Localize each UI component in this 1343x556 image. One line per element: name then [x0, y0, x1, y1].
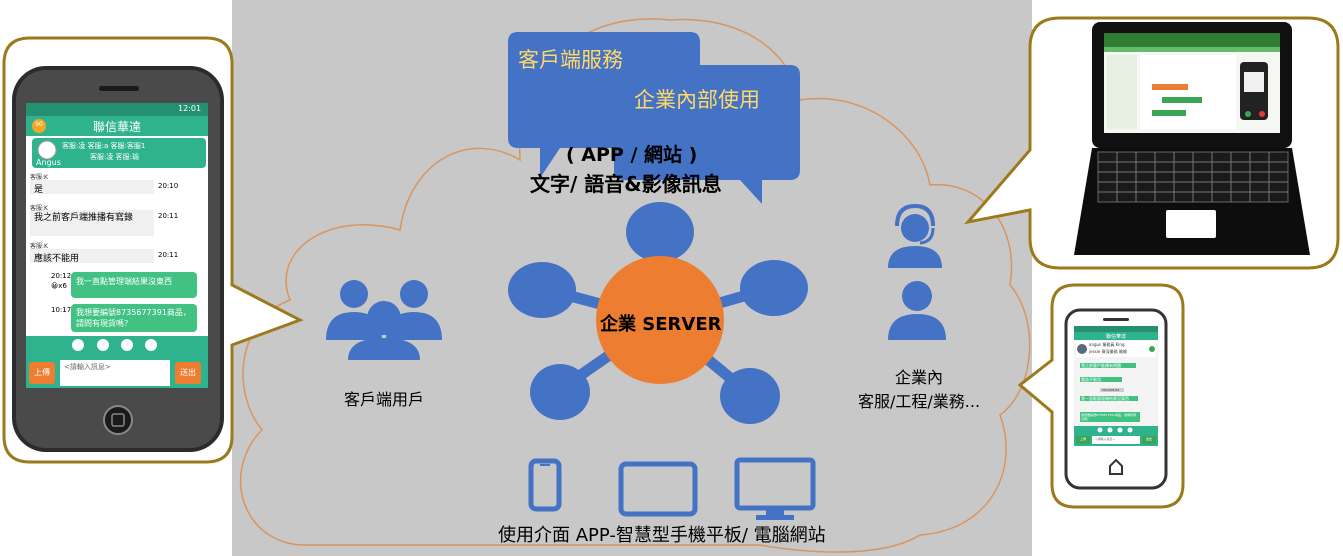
- server-label: 企業 SERVER: [600, 314, 722, 335]
- phone-avatar-badge: 90: [35, 121, 43, 128]
- headset-agent-icon: [888, 203, 942, 268]
- phone-header-line1: 客服:凌 客服:a 客服:客服1: [62, 142, 146, 150]
- upload-button[interactable]: 上傳: [34, 368, 50, 377]
- outgoing-text: 我一直點管理端結果沒東西: [76, 277, 172, 286]
- tablet-icon: [618, 461, 698, 517]
- small-phone-message: 應該不能用: [1081, 377, 1101, 382]
- small-phone-profile-line1: angus 業務員 King: [1089, 342, 1125, 347]
- outgoing-text: 我想要編號8735677391商品，請問有現貨嗎？: [76, 308, 191, 328]
- message-text: 是: [34, 185, 44, 195]
- phone-header-line2: 客服:凌 客服:瑜: [90, 153, 139, 161]
- node-top: [626, 202, 694, 262]
- small-phone-mockup: [1064, 308, 1168, 490]
- customer-label: 客戶端用戶: [344, 390, 425, 409]
- small-phone-upload-button[interactable]: 上傳: [1079, 437, 1086, 441]
- send-button[interactable]: 送出: [180, 368, 196, 377]
- phone-status-time: 12:01: [178, 104, 202, 113]
- bubble-customer-service-label: 客戶端服務: [518, 48, 623, 72]
- monitor-icon: [734, 457, 816, 520]
- node-bottom-right: [720, 368, 780, 424]
- smartphone-mockup: [12, 66, 224, 452]
- person-icon: [888, 281, 946, 340]
- outgoing-meta: 😀x6: [51, 282, 67, 290]
- small-phone-message: 我想要編號8735677391商品，請問有現貨嗎？: [1081, 413, 1137, 421]
- message-sender: 客服:K: [30, 243, 48, 250]
- bottom-caption: 使用介面 APP-智慧型手機平板/ 電腦網站: [498, 525, 826, 546]
- smartphone-icon: [528, 458, 562, 512]
- outgoing-time: 10:17: [51, 306, 72, 314]
- bubble-internal-use-label: 企業內部使用: [634, 88, 760, 112]
- small-phone-message: 我一直點管理端結果沒東西: [1081, 396, 1129, 401]
- staff-label-line2: 客服/工程/業務...: [858, 392, 981, 411]
- node-bottom-left: [530, 364, 590, 420]
- message-sender: 客服:K: [30, 205, 48, 212]
- bubble-internal-use: [614, 65, 800, 204]
- small-phone-input[interactable]: <請輸入訊息>: [1095, 437, 1116, 441]
- small-phone-date: 2019/05/24: [1102, 388, 1120, 392]
- node-right: [740, 260, 808, 316]
- message-input[interactable]: <請輸入訊息>: [64, 363, 111, 371]
- phone-app-title: 聯信華達: [92, 120, 141, 134]
- server-circle: [596, 256, 724, 384]
- message-text: 應該不能用: [34, 254, 80, 264]
- channels-line1: ( APP / 網站 ): [566, 144, 698, 166]
- small-phone-message: 我之前客戶推播有問題: [1081, 363, 1121, 368]
- staff-label-line1: 企業內: [895, 368, 944, 387]
- message-time: 20:11: [158, 212, 179, 220]
- home-icon: [1109, 458, 1123, 475]
- cloud-outline: [239, 18, 1031, 553]
- node-left: [508, 262, 576, 318]
- message-text: 我之前客戶端推播有寫錄: [34, 213, 134, 223]
- user-group-icon: [326, 280, 442, 360]
- phone-agent-name: Angus: [36, 158, 61, 167]
- message-sender: 客服:K: [30, 174, 48, 181]
- outgoing-time: 20:12: [51, 272, 72, 280]
- laptop-mockup: [1074, 22, 1310, 255]
- channels-line2: 文字/ 語音&影像訊息: [530, 172, 722, 196]
- message-time: 20:11: [158, 251, 179, 259]
- small-phone-profile-line2: jessie 資深業務 瑜瑜: [1089, 349, 1127, 354]
- network-hub: [508, 202, 808, 424]
- small-phone-title: 聯信華達: [1105, 334, 1126, 340]
- message-time: 20:10: [158, 182, 179, 190]
- small-phone-send-button[interactable]: 送出: [1145, 437, 1152, 441]
